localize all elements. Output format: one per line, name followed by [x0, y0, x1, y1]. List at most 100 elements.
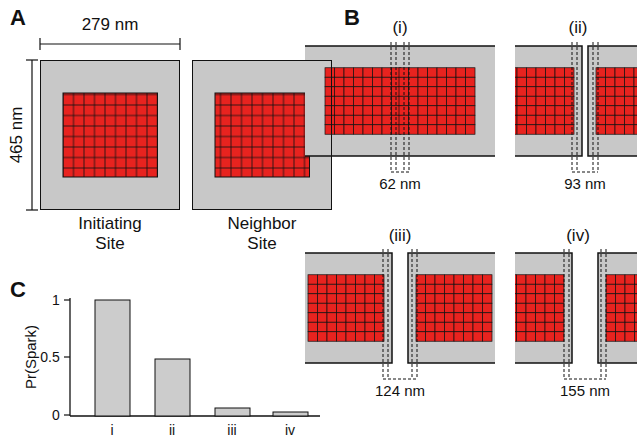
ryr-cell [527, 87, 537, 97]
ryr-cell [373, 125, 383, 135]
gap-marker [404, 42, 405, 172]
ryr-cell [454, 294, 464, 304]
ryr-cell [435, 294, 445, 304]
ryr-cell [418, 96, 428, 106]
ryr-cell [545, 322, 555, 332]
ryr-cell [437, 125, 447, 135]
ryr-cell [634, 87, 637, 97]
ryr-cell [466, 115, 476, 125]
ryr-cell [373, 96, 383, 106]
ryr-cell [616, 284, 626, 294]
ryr-cell [428, 68, 438, 78]
ryr-cell [596, 106, 606, 116]
ryr-cell [426, 284, 436, 294]
ryr-cell [634, 106, 637, 116]
ryr-cell [409, 125, 419, 135]
ryr-cell [308, 294, 318, 304]
ryr-cell [409, 68, 419, 78]
gap-marker [564, 249, 565, 379]
ryr-cell [606, 284, 616, 294]
ryr-cell [354, 87, 364, 97]
ryr-cell [337, 322, 347, 332]
gap-label: 93 nm [564, 176, 606, 191]
panel-letter: A [10, 7, 26, 29]
ryr-cell [409, 77, 419, 87]
ryr-cell [418, 68, 428, 78]
ryr-cell [536, 77, 546, 87]
ryr-cell [596, 115, 606, 125]
ryr-cell [346, 284, 356, 294]
ryr-cell [536, 87, 546, 97]
ryr-cell [483, 284, 493, 294]
ryr-cell [596, 96, 606, 106]
ryr-cell [435, 313, 445, 323]
ryr-cell [456, 96, 466, 106]
ryr-cell [464, 322, 474, 332]
ryr-cell [625, 275, 635, 285]
ryr-cell [435, 303, 445, 313]
ryr-cell [325, 96, 335, 106]
ryr-cell [483, 275, 493, 285]
ryr-cell [565, 115, 575, 125]
gap-label: 62 nm [379, 176, 421, 191]
ryr-cell [536, 313, 546, 323]
ryr-cell [526, 313, 536, 323]
ryr-cell [555, 275, 565, 285]
ryr-cell [454, 303, 464, 313]
ryr-cell [517, 115, 527, 125]
ryr-cell [483, 322, 493, 332]
ryr-cell [555, 125, 565, 135]
ryr-cell [428, 87, 438, 97]
tick-label: 1 [52, 293, 60, 307]
ryr-cell [526, 284, 536, 294]
ryr-cell [526, 294, 536, 304]
ryr-cell [373, 87, 383, 97]
ryr-cell [454, 284, 464, 294]
site-fill [391, 46, 495, 156]
ryr-cell [335, 68, 345, 78]
gap-marker [564, 379, 606, 380]
ryr-cell [596, 77, 606, 87]
ryr-cell [596, 125, 606, 135]
ryr-cell [546, 96, 556, 106]
ryr-cell [335, 77, 345, 87]
ryr-cell [356, 313, 366, 323]
ryr-cell [555, 106, 565, 116]
site-outline [305, 46, 495, 156]
gap-marker [577, 42, 578, 172]
ryr-cell [354, 106, 364, 116]
ryr-cell [382, 87, 392, 97]
tick-label: 0.5 [40, 350, 59, 364]
subpanel-number: (i) [392, 19, 407, 36]
subpanel-number: (iii) [389, 227, 412, 244]
ryr-cell [308, 284, 318, 294]
ryr-cell [606, 294, 616, 304]
ryr-cell [346, 275, 356, 285]
ryr-cell [526, 275, 536, 285]
ryr-cell [546, 87, 556, 97]
ryr-cell [363, 77, 373, 87]
ryr-cell [527, 125, 537, 135]
gap-label: 124 nm [375, 383, 425, 398]
ryr-cell [634, 77, 637, 87]
ryr-cell [365, 332, 375, 342]
ryr-cell [466, 106, 476, 116]
ryr-cell [536, 275, 546, 285]
ryr-cell [335, 106, 345, 116]
ryr-cell [606, 68, 616, 78]
ryr-cell [616, 294, 626, 304]
ryr-cell [606, 275, 616, 285]
ryr-cell [615, 125, 625, 135]
site-fill [305, 253, 392, 363]
ryr-cell [445, 322, 455, 332]
ryr-cell [327, 322, 337, 332]
ryr-cell [517, 313, 527, 323]
ryr-cell [635, 313, 638, 323]
ryr-cell [318, 313, 328, 323]
ryr-cell [337, 303, 347, 313]
site-label: Neighbor Site [214, 214, 310, 253]
ryr-cell [466, 68, 476, 78]
ryr-cell [615, 106, 625, 116]
ryr-cell [418, 125, 428, 135]
ryr-cell [625, 322, 635, 332]
